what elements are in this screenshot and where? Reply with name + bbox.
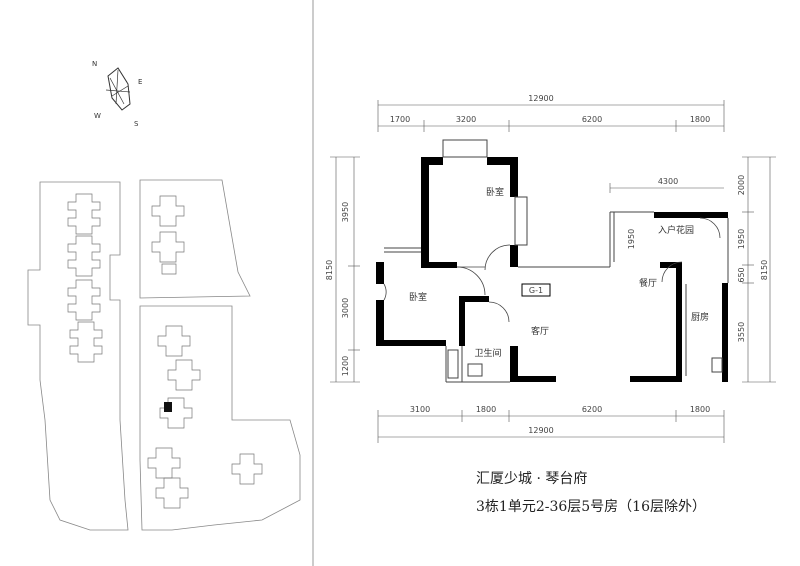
dim-right-2: 1950 — [737, 229, 746, 249]
unit-tag: G-1 — [529, 286, 543, 295]
site-block-south — [139, 305, 301, 531]
dim-top-1: 1700 — [390, 115, 410, 124]
dim-bottom-4: 1800 — [690, 405, 710, 414]
room-dining: 餐厅 — [639, 277, 657, 289]
dimension-lines — [330, 100, 776, 443]
site-block-west — [27, 181, 129, 531]
project-title: 汇厦少城 · 琴台府 — [476, 471, 588, 487]
compass-rose: N E S W — [92, 60, 142, 128]
site-unit-highlight — [164, 402, 172, 412]
floorplan-thin-walls — [384, 139, 729, 383]
dim-inner-top: 4300 — [658, 177, 678, 186]
dim-right-1: 2000 — [737, 175, 746, 195]
room-bathroom: 卫生间 — [474, 347, 501, 359]
door-swings — [383, 217, 721, 323]
compass-e-label: E — [138, 78, 142, 86]
dim-bottom-total: 12900 — [528, 426, 553, 435]
unit-description: 3栋1单元2-36层5号房（16层除外） — [476, 499, 706, 515]
floorplan-walls — [376, 157, 728, 382]
dim-top-total: 12900 — [528, 94, 553, 103]
compass-n-label: N — [92, 60, 97, 68]
room-entry-garden: 入户花园 — [658, 224, 694, 236]
compass-w-label: W — [94, 112, 101, 120]
site-block-north — [139, 179, 251, 299]
dim-right-total: 8150 — [760, 260, 769, 280]
dim-left-total: 8150 — [325, 260, 334, 280]
dim-left-3: 1200 — [341, 356, 350, 376]
dim-bottom-2: 1800 — [476, 405, 496, 414]
dim-right-3: 650 — [737, 267, 746, 282]
dim-left-2: 3000 — [341, 298, 350, 318]
dim-inner-right: 1950 — [627, 229, 636, 249]
dim-left-1: 3950 — [341, 202, 350, 222]
unit-tag-box — [521, 283, 551, 297]
dim-top-3: 6200 — [582, 115, 602, 124]
dim-bottom-1: 3100 — [410, 405, 430, 414]
room-living: 客厅 — [531, 325, 549, 337]
dim-top-2: 3200 — [456, 115, 476, 124]
room-bedroom-left: 卧室 — [409, 291, 427, 303]
dim-right-4: 3550 — [737, 322, 746, 342]
dim-top-4: 1800 — [690, 115, 710, 124]
compass-s-label: S — [134, 120, 139, 128]
dim-bottom-3: 6200 — [582, 405, 602, 414]
room-bedroom-top: 卧室 — [486, 186, 504, 198]
site-plan — [27, 179, 301, 531]
room-kitchen: 厨房 — [691, 311, 709, 323]
